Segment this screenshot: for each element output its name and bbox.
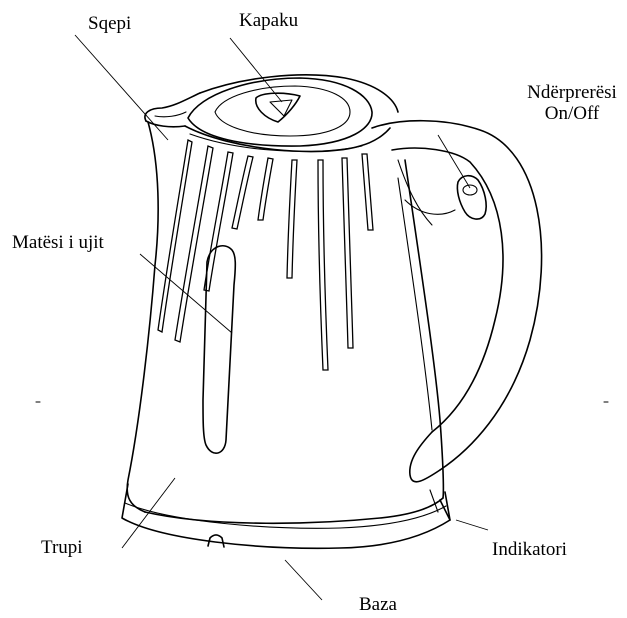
- label-water-gauge: Matësi i ujit: [12, 232, 104, 253]
- label-base: Baza: [359, 594, 397, 615]
- kettle-handle: [372, 121, 542, 482]
- kettle-body: [127, 122, 443, 523]
- label-switch: Ndërprerësi On/Off: [512, 82, 627, 124]
- label-lid: Kapaku: [239, 10, 298, 31]
- kettle-base: [122, 484, 450, 548]
- kettle-top: [145, 75, 398, 152]
- label-spout: Sqepi: [88, 13, 131, 34]
- kettle-ribs: [158, 140, 373, 370]
- label-switch-line2: On/Off: [512, 103, 627, 124]
- label-body: Trupi: [41, 537, 83, 558]
- label-switch-line1: Ndërprerësi: [512, 82, 627, 103]
- label-indicator: Indikatori: [492, 539, 567, 560]
